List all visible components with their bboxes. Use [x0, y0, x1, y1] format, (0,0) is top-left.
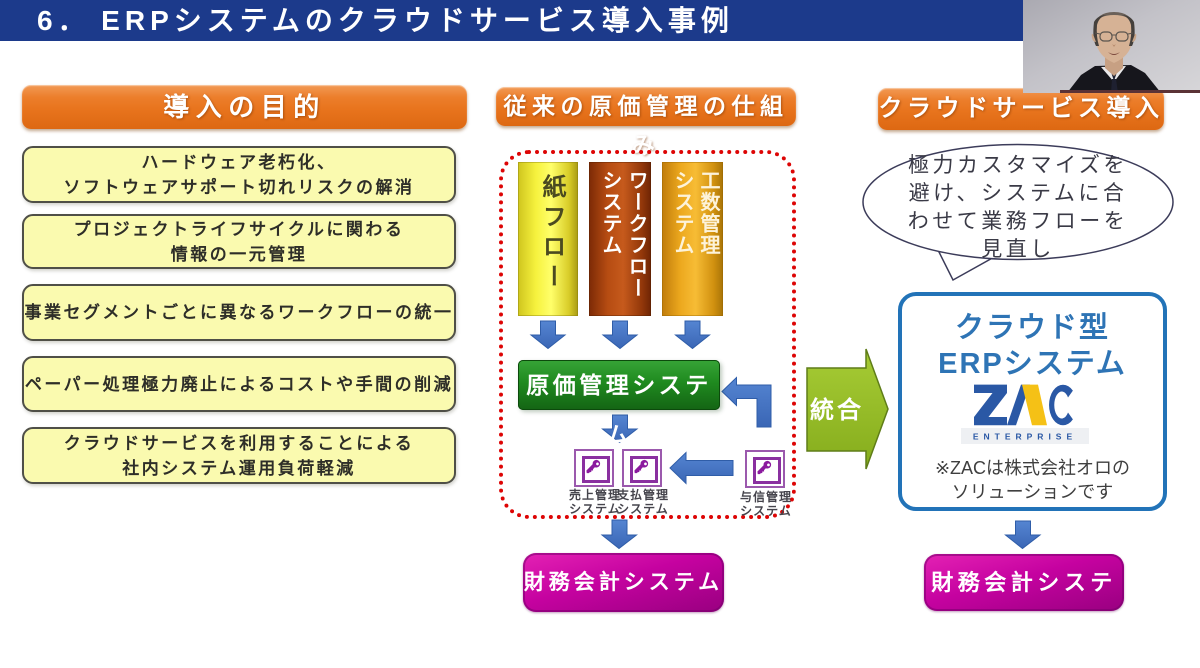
svg-text:ENTERPRISE: ENTERPRISE: [973, 432, 1077, 442]
svg-text:統合: 統合: [810, 396, 864, 424]
